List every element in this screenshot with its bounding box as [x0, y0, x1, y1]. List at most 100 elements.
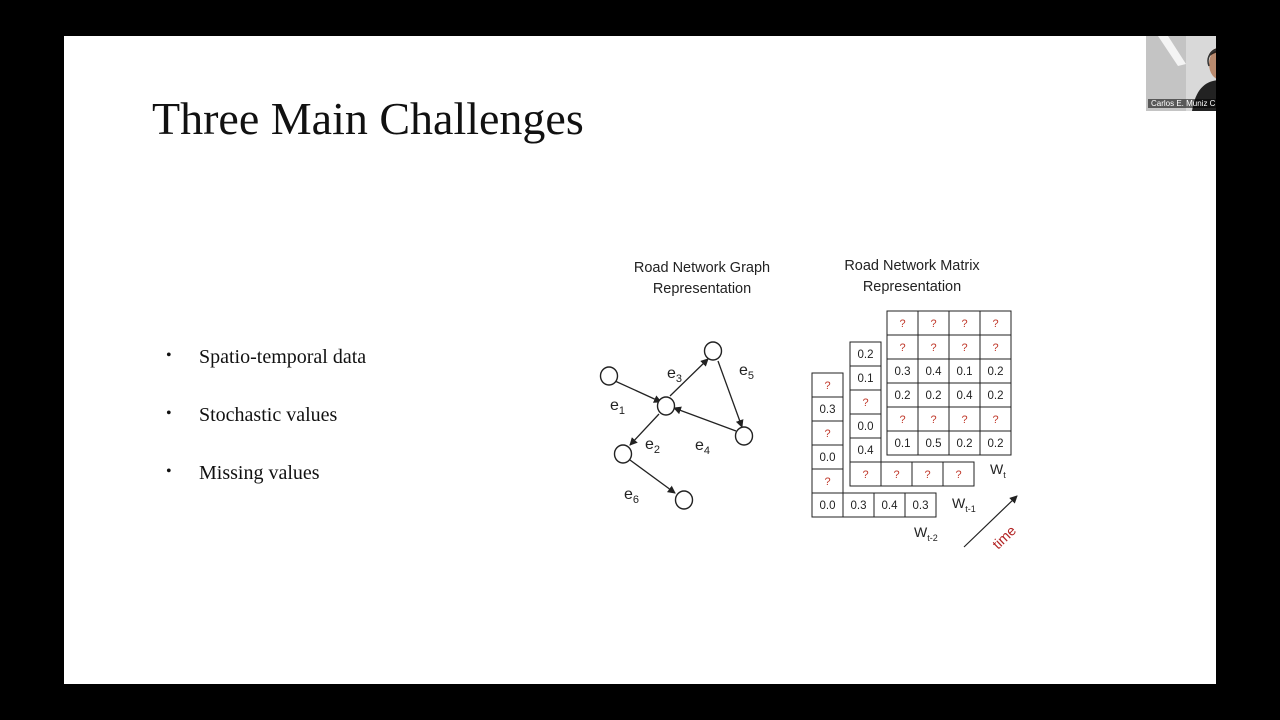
matrix-cell: [917, 430, 950, 456]
webcam-thumbnail: Carlos E. Muniz Cuza: [1146, 36, 1216, 111]
matrix-cell: [886, 406, 919, 432]
matrix-cell-value: ?: [992, 342, 998, 354]
graph-node: [656, 396, 676, 416]
matrix-cell-value: 0.1: [858, 373, 874, 385]
matrix-cell-value: 0.2: [988, 438, 1004, 450]
matrix-cell: [842, 492, 875, 518]
matrix-cell-value: ?: [961, 342, 967, 354]
matrix-cell-value: ?: [899, 342, 905, 354]
webcam-participant-name: Carlos E. Muniz Cuza: [1148, 99, 1216, 108]
webcam-person-icon: [1146, 36, 1216, 111]
matrix-cell-value: 0.0: [820, 500, 836, 512]
matrix-cell-value: 0.3: [913, 500, 929, 512]
matrix-cell-value: ?: [862, 469, 868, 481]
bullet-item: •Stochastic values: [166, 404, 366, 433]
road-network-graph: e1 e2 e3 e4 e5 e6: [599, 341, 754, 510]
matrix-cell-value: ?: [899, 414, 905, 426]
bullet-text: Spatio-temporal data: [199, 346, 367, 368]
bullet-list: •Spatio-temporal data •Stochastic values…: [166, 346, 366, 520]
matrix-cell: [917, 406, 950, 432]
matrix-cell: [849, 341, 882, 367]
matrix-label-wt-1: Wt-1: [952, 495, 976, 514]
graph-caption-line: Representation: [652, 281, 752, 297]
graph-node: [599, 366, 619, 386]
matrix-cell-value: 0.4: [858, 445, 875, 457]
matrix-cell-value: 0.1: [895, 438, 911, 450]
time-label: time: [989, 522, 1019, 552]
matrix-cell-value: 0.5: [926, 438, 942, 450]
matrix-cell-value: ?: [930, 342, 936, 354]
matrix-cell-value: 0.1: [957, 366, 973, 378]
edge-label-e4: e4: [695, 437, 710, 457]
matrix-cell: [873, 492, 906, 518]
matrix-cell-value: ?: [992, 414, 998, 426]
matrix-cell-value: ?: [924, 469, 930, 481]
matrix-cell: [886, 430, 919, 456]
matrix-cell-value: 0.2: [988, 366, 1004, 378]
matrix-cell-value: 0.2: [988, 390, 1004, 402]
graph-node: [734, 426, 754, 446]
matrix-label-wt: Wt: [990, 461, 1006, 480]
bullet-item: • Spatio-temporal data: [166, 346, 366, 375]
matrix-cell: [911, 461, 944, 487]
graph-edge: [614, 380, 662, 403]
graph-edge: [717, 360, 744, 428]
matrix-cell-value: 0.3: [895, 366, 911, 378]
edge-label-e2: e2: [645, 436, 660, 456]
edge-label-e1: e1: [610, 397, 625, 417]
bullet-dot-icon: •: [166, 463, 172, 480]
matrix-cell-value: ?: [824, 476, 830, 488]
edge-label-e6: e6: [624, 486, 639, 506]
matrix-caption-line: Road Network Matrix: [844, 258, 980, 274]
matrix-cell: [979, 382, 1012, 408]
edge-label-e5: e5: [739, 362, 754, 382]
time-arrow-icon: [963, 495, 1018, 548]
graph-edge: [669, 358, 709, 397]
matrix-cell-value: 0.3: [851, 500, 867, 512]
matrix-label-wt-2: Wt-2: [914, 524, 938, 543]
matrix-cell: [886, 334, 919, 360]
diagram-figure: e1 e2 e3 e4 e5 e6 ? 0.3? 0.0? 0.0 0.3 0.4 0.3 0…: [599, 310, 1019, 552]
matrix-cell: [979, 310, 1012, 336]
matrix-cell-value: 0.2: [957, 438, 973, 450]
matrix-cell-value: ?: [824, 428, 830, 440]
bullet-dot-icon: •: [166, 347, 172, 364]
matrix-cell: [811, 444, 844, 470]
graph-node: [703, 341, 723, 361]
matrix-caption-line: Representation: [862, 279, 962, 295]
matrix-cell-value: 0.4: [957, 390, 974, 402]
matrix-cell: [886, 310, 919, 336]
matrix-cell-value: 0.2: [858, 349, 874, 361]
matrix-cell-value: ?: [992, 318, 998, 330]
matrix-cell-value: ?: [955, 469, 961, 481]
slide-title: Three Main Challenges: [152, 93, 584, 144]
matrix-cell: [811, 468, 844, 494]
bullet-text: Stochastic values: [199, 404, 338, 426]
matrix-cell: [979, 334, 1012, 360]
matrix-cell-value: 0.0: [820, 452, 836, 464]
bullet-item: • Missing values: [166, 462, 366, 491]
graph-edge: [629, 459, 676, 494]
matrix-caption: Road Network Matrix Representation: [792, 256, 1032, 298]
matrix-cell-value: 0.3: [820, 404, 836, 416]
graph-caption: Road Network Graph Representation: [582, 258, 822, 300]
matrix-cell-value: 0.2: [926, 390, 942, 402]
matrix-cell: [849, 461, 882, 487]
matrix-cell-value: ?: [930, 414, 936, 426]
matrix-cell: [849, 413, 882, 439]
slide: Three Main Challenges • Spatio-temporal d…: [64, 36, 1216, 684]
edge-label-e3: e3: [667, 365, 682, 385]
matrix-cell-value: 0.4: [882, 500, 899, 512]
matrix-cell: [942, 461, 975, 487]
graph-edge: [629, 413, 660, 446]
matrix-cell-value: 0.4: [926, 366, 943, 378]
graph-caption-line: Road Network Graph: [633, 260, 771, 276]
graph-node: [674, 490, 694, 510]
matrix-cell-value: ?: [930, 318, 936, 330]
bullet-text: Missing values: [199, 462, 320, 484]
matrix-cell: [811, 420, 844, 446]
matrix-cell: [979, 430, 1012, 456]
matrix-cell: [904, 492, 937, 518]
matrix-cell: [849, 389, 882, 415]
